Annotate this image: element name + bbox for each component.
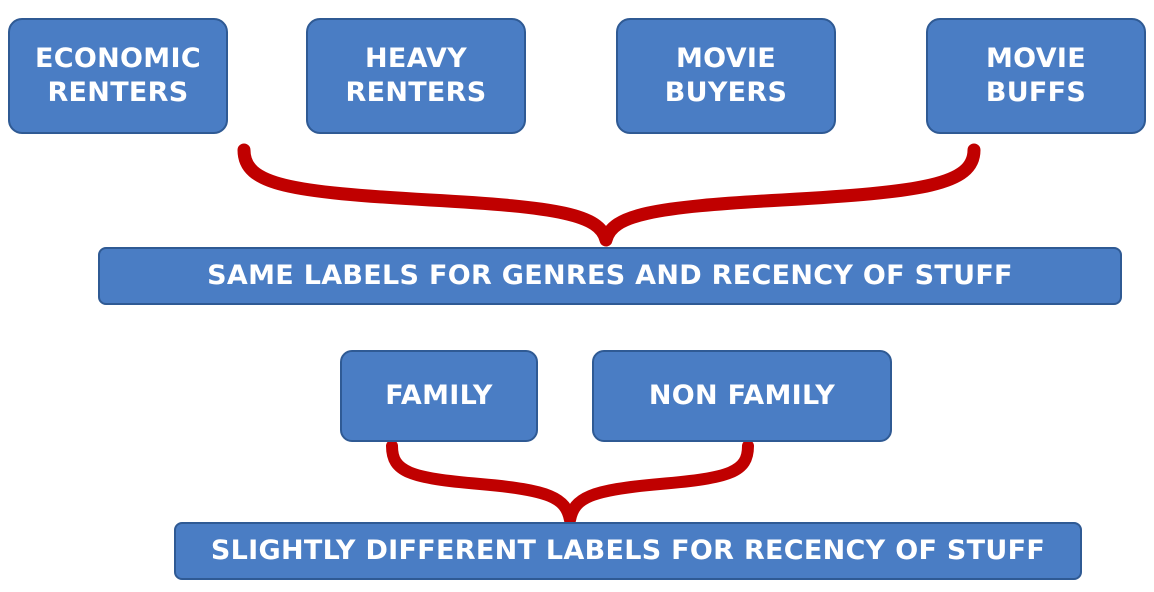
family-box: FAMILY <box>340 350 538 442</box>
banner-slightly-different: SLIGHTLY DIFFERENT LABELS FOR RECENCY OF… <box>174 522 1082 580</box>
segment-label-line1: ECONOMIC <box>35 43 201 75</box>
banner-same-labels: SAME LABELS FOR GENRES AND RECENCY OF ST… <box>98 247 1122 305</box>
segment-label-line2: BUFFS <box>985 77 1087 108</box>
segment-label-line2: BUYERS <box>664 77 788 108</box>
segment-label-line1: MOVIE <box>986 43 1086 75</box>
segment-box-movie-buyers: MOVIE BUYERS <box>616 18 836 134</box>
banner-same-labels-text: SAME LABELS FOR GENRES AND RECENCY OF ST… <box>207 260 1013 292</box>
family-label: FAMILY <box>385 380 493 412</box>
non-family-label: NON FAMILY <box>648 380 836 412</box>
segment-label-line1: HEAVY <box>364 43 468 75</box>
non-family-box: NON FAMILY <box>592 350 892 442</box>
upper-brace <box>237 143 981 247</box>
segment-label-line2: RENTERS <box>345 77 487 108</box>
segment-box-movie-buffs: MOVIE BUFFS <box>926 18 1146 134</box>
banner-slightly-different-text: SLIGHTLY DIFFERENT LABELS FOR RECENCY OF… <box>210 535 1046 567</box>
lower-brace <box>386 440 754 526</box>
segment-box-heavy-renters: HEAVY RENTERS <box>306 18 526 134</box>
segment-label-line1: MOVIE <box>676 43 776 75</box>
segment-label-line2: RENTERS <box>47 77 189 108</box>
segment-box-economic-renters: ECONOMIC RENTERS <box>8 18 228 134</box>
